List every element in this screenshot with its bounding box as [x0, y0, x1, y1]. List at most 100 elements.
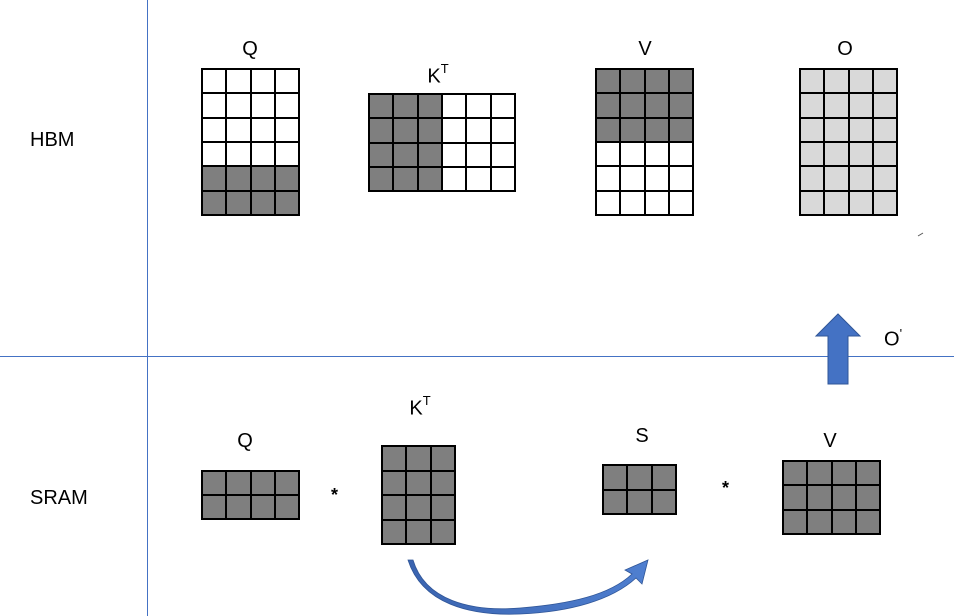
matrix-cell — [202, 69, 227, 94]
matrix-cell — [430, 470, 455, 495]
hbm-q-matrix — [201, 68, 300, 216]
matrix-cell — [824, 93, 849, 118]
matrix-cell — [783, 509, 808, 534]
sram-row-label: SRAM — [30, 487, 88, 509]
matrix-cell — [274, 117, 299, 142]
matrix-cell — [417, 166, 442, 191]
matrix-cell — [406, 495, 431, 520]
matrix-cell — [644, 93, 669, 118]
matrix-cell — [442, 166, 467, 191]
matrix-cell — [382, 470, 407, 495]
matrix-cell — [250, 471, 275, 495]
matrix-cell — [668, 93, 693, 118]
matrix-cell — [872, 117, 897, 142]
matrix-cell — [651, 465, 676, 490]
matrix-cell — [274, 471, 299, 495]
hbm-v-label: V — [638, 38, 652, 60]
matrix-cell — [872, 142, 897, 167]
matrix-cell — [393, 166, 418, 191]
matrix-cell — [596, 93, 621, 118]
matrix-cell — [651, 489, 676, 514]
matrix-cell — [202, 495, 227, 519]
matrix-cell — [800, 93, 825, 118]
hbm-kt-label: KT — [398, 61, 478, 89]
matrix-cell — [442, 118, 467, 143]
matrix-cell — [202, 190, 227, 215]
matrix-cell — [644, 142, 669, 167]
matrix-cell — [596, 142, 621, 167]
sram-kt-matrix — [381, 445, 456, 545]
matrix-cell — [406, 446, 431, 471]
curved-arrow-icon — [407, 559, 649, 615]
matrix-cell — [406, 519, 431, 544]
matrix-cell — [369, 118, 394, 143]
hbm-v-matrix — [595, 68, 694, 216]
vertical-divider — [147, 0, 148, 616]
sram-kt-sup: T — [422, 393, 431, 408]
matrix-cell — [490, 94, 515, 119]
up-arrow-icon — [814, 313, 862, 385]
matrix-cell — [202, 166, 227, 191]
matrix-cell — [831, 461, 856, 486]
matrix-cell — [202, 93, 227, 118]
matrix-cell — [369, 142, 394, 167]
matrix-cell — [848, 93, 873, 118]
matrix-cell — [872, 190, 897, 215]
matrix-cell — [668, 117, 693, 142]
matrix-cell — [783, 461, 808, 486]
matrix-cell — [406, 470, 431, 495]
matrix-cell — [620, 166, 645, 191]
matrix-cell — [417, 142, 442, 167]
matrix-cell — [800, 117, 825, 142]
matrix-cell — [417, 94, 442, 119]
matrix-cell — [274, 142, 299, 167]
matrix-cell — [848, 190, 873, 215]
o-prime-mark: ' — [899, 326, 903, 341]
matrix-cell — [872, 166, 897, 191]
matrix-cell — [393, 118, 418, 143]
matrix-cell — [668, 69, 693, 94]
matrix-cell — [644, 190, 669, 215]
matrix-cell — [668, 142, 693, 167]
matrix-cell — [620, 190, 645, 215]
matrix-cell — [627, 465, 652, 490]
matrix-cell — [274, 93, 299, 118]
matrix-cell — [620, 142, 645, 167]
matrix-cell — [226, 495, 251, 519]
horizontal-divider — [0, 356, 954, 357]
hbm-q-label: Q — [242, 38, 258, 60]
matrix-cell — [466, 94, 491, 119]
matrix-cell — [644, 166, 669, 191]
matrix-cell — [596, 69, 621, 94]
matrix-cell — [490, 166, 515, 191]
matrix-cell — [824, 190, 849, 215]
matrix-cell — [417, 118, 442, 143]
multiply-operator-2: * — [722, 478, 730, 498]
matrix-cell — [848, 142, 873, 167]
matrix-cell — [855, 461, 880, 486]
matrix-cell — [620, 93, 645, 118]
sram-v-matrix — [782, 460, 881, 535]
matrix-cell — [274, 190, 299, 215]
o-prime-label: O' — [884, 326, 902, 352]
matrix-cell — [783, 485, 808, 510]
sram-kt-label: KT — [380, 393, 460, 421]
matrix-cell — [644, 69, 669, 94]
matrix-cell — [250, 190, 275, 215]
matrix-cell — [800, 142, 825, 167]
matrix-cell — [250, 117, 275, 142]
matrix-cell — [466, 118, 491, 143]
matrix-cell — [226, 471, 251, 495]
matrix-cell — [800, 190, 825, 215]
matrix-cell — [226, 93, 251, 118]
matrix-cell — [442, 142, 467, 167]
sram-q-matrix — [201, 470, 300, 520]
matrix-cell — [250, 495, 275, 519]
matrix-cell — [855, 509, 880, 534]
matrix-cell — [807, 461, 832, 486]
sram-kt-letter: K — [409, 397, 423, 420]
matrix-cell — [393, 142, 418, 167]
matrix-cell — [824, 142, 849, 167]
hbm-o-label: O — [837, 38, 853, 60]
